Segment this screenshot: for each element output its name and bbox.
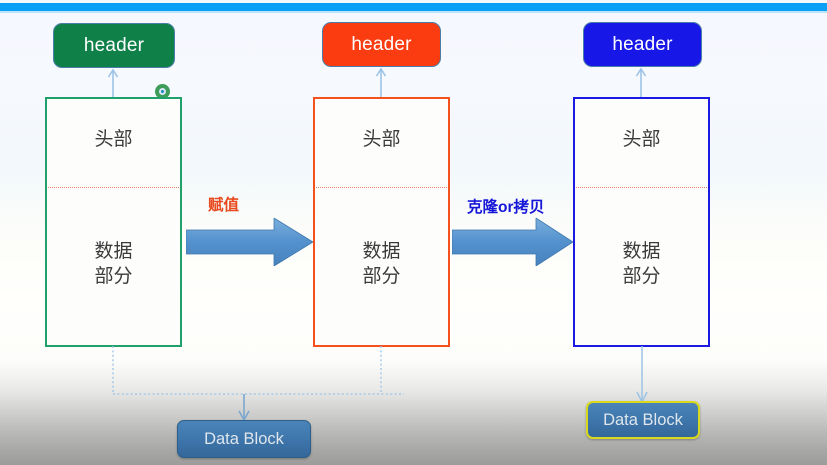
header-pill-blue[interactable]: header bbox=[583, 22, 702, 67]
header-pill-red[interactable]: header bbox=[322, 22, 441, 67]
data-block-cloned[interactable]: Data Block bbox=[586, 401, 700, 439]
arrow-blue-struct-to-header bbox=[635, 67, 647, 98]
struct-green-data-label: 数据 部分 bbox=[94, 241, 133, 287]
progress-bar-shadow bbox=[0, 11, 827, 13]
header-pill-red-label: header bbox=[351, 33, 412, 55]
shared-data-connector bbox=[100, 344, 420, 424]
progress-bar bbox=[0, 3, 827, 11]
arrow-green-struct-to-header bbox=[107, 68, 119, 98]
data-block-shared-label: Data Block bbox=[204, 429, 284, 448]
header-pill-blue-label: header bbox=[612, 33, 673, 55]
struct-blue-data-label: 数据 部分 bbox=[622, 241, 661, 287]
clone-data-connector bbox=[634, 346, 650, 404]
arrow-red-struct-to-header bbox=[375, 67, 387, 98]
struct-red-data-label: 数据 部分 bbox=[362, 241, 401, 287]
struct-box-red[interactable]: 头部 数据 部分 bbox=[313, 97, 450, 347]
data-block-cloned-label: Data Block bbox=[603, 410, 683, 429]
assign-arrow bbox=[186, 218, 314, 266]
struct-divider-blue bbox=[576, 187, 707, 188]
clone-arrow bbox=[452, 218, 574, 266]
struct-green-header-label: 头部 bbox=[94, 129, 133, 150]
struct-divider-green bbox=[48, 187, 179, 188]
struct-red-header-label: 头部 bbox=[362, 129, 401, 150]
header-pill-green[interactable]: header bbox=[53, 23, 175, 68]
header-pill-green-label: header bbox=[83, 34, 145, 56]
assign-arrow-label: 赋值 bbox=[208, 197, 240, 214]
struct-blue-header-label: 头部 bbox=[622, 129, 661, 150]
data-block-shared[interactable]: Data Block bbox=[177, 420, 311, 458]
cursor-marker bbox=[155, 84, 170, 99]
clone-arrow-label: 克隆or拷贝 bbox=[467, 199, 545, 216]
struct-box-green[interactable]: 头部 数据 部分 bbox=[45, 97, 182, 347]
struct-box-blue[interactable]: 头部 数据 部分 bbox=[573, 97, 710, 347]
struct-divider-red bbox=[316, 187, 447, 188]
